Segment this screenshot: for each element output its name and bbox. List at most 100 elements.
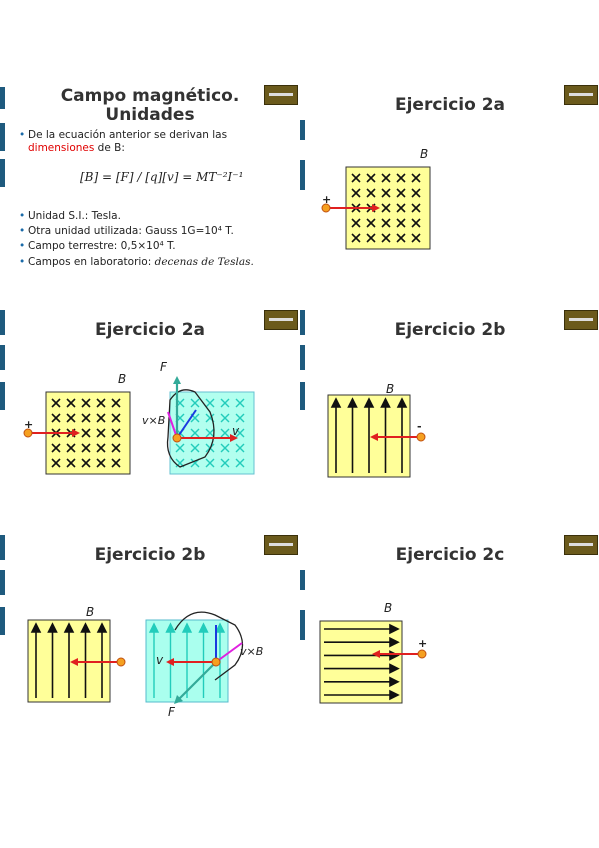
x-mark [396, 188, 406, 198]
x-mark [81, 413, 91, 423]
bullet-campos-laboratorio: Campos en laboratorio: decenas de Teslas… [19, 256, 254, 269]
field-arrowhead [80, 622, 91, 633]
logo-badge-icon [564, 535, 598, 555]
slide-stripe [0, 345, 5, 370]
x-mark [111, 458, 121, 468]
charge-particle [321, 203, 331, 213]
b-field-label: B [86, 605, 95, 619]
hand-drawing [174, 611, 244, 681]
field-diagram-2b [327, 394, 426, 478]
slide-stripe [0, 159, 5, 187]
slide-stripe [300, 570, 305, 590]
x-mark [81, 428, 91, 438]
x-mark [96, 443, 106, 453]
x-mark [220, 458, 230, 468]
slide-stripe [0, 607, 5, 635]
force-label: F [160, 360, 167, 374]
x-mark [111, 413, 121, 423]
field-diagram-2b-left [27, 619, 126, 703]
x-mark [190, 398, 200, 408]
x-mark [396, 218, 406, 228]
x-mark [205, 413, 215, 423]
force-arrow [173, 376, 181, 384]
x-mark [111, 398, 121, 408]
field-arrowhead [96, 622, 108, 633]
x-mark [411, 233, 421, 243]
formula-dimensiones: [B] = [F] / [q][v] = MT⁻²I⁻¹ [80, 170, 244, 184]
x-mark [66, 413, 76, 423]
x-mark [205, 398, 215, 408]
logo-badge-icon [564, 310, 598, 330]
slide-title: Ejercicio 2b [394, 320, 506, 340]
x-mark [381, 203, 391, 213]
x-mark [66, 398, 76, 408]
field-diagram-2c [319, 620, 427, 704]
field-arrowhead [389, 663, 400, 674]
velocity-label: v [232, 424, 240, 438]
slide-stripe [300, 160, 305, 190]
field-arrowhead [165, 622, 176, 633]
x-mark [411, 218, 421, 228]
b-field-label: B [386, 382, 395, 396]
x-mark [351, 218, 361, 228]
field-arrowhead [148, 622, 160, 633]
vxb-label: v×B [142, 414, 166, 427]
charge-sign: + [24, 418, 34, 431]
x-mark [111, 428, 121, 438]
slide-stripe [300, 610, 305, 640]
logo-badge-icon [264, 535, 298, 555]
x-mark [381, 218, 391, 228]
x-mark [51, 413, 61, 423]
x-mark [220, 413, 230, 423]
field-arrowhead [347, 397, 358, 408]
x-mark [51, 398, 61, 408]
x-mark [51, 443, 61, 453]
x-mark [81, 398, 91, 408]
velocity-label: v [156, 653, 164, 667]
x-mark [220, 398, 230, 408]
slide-ejercicio-2b-mano: Ejercicio 2b B v v×B F [0, 525, 300, 750]
slide-stripe [300, 345, 305, 370]
x-mark [51, 458, 61, 468]
slide-stripe [0, 87, 5, 109]
x-mark [366, 188, 376, 198]
slide-stripe [300, 382, 305, 410]
charge-sign: + [322, 193, 332, 206]
field-arrowhead [363, 397, 375, 408]
x-mark [235, 398, 245, 408]
b-field-label: B [420, 147, 429, 161]
field-diagram-2a [321, 166, 431, 250]
slide-title: Ejercicio 2c [395, 545, 505, 565]
x-mark [81, 443, 91, 453]
slide-campo-magnetico-unidades: Campo magnético. Unidades De la ecuación… [0, 75, 300, 300]
b-field-label: B [118, 372, 127, 386]
x-mark [96, 398, 106, 408]
field-arrowhead [330, 397, 342, 408]
slide-ejercicio-2b: Ejercicio 2b B - [300, 300, 599, 525]
x-mark [235, 458, 245, 468]
field-arrowhead [63, 622, 75, 633]
x-mark [190, 443, 200, 453]
bullet-unidad-si: Unidad S.I.: Tesla. [19, 210, 121, 223]
x-mark [235, 443, 245, 453]
x-mark [381, 188, 391, 198]
slide-title: Ejercicio 2a [394, 95, 506, 115]
bullet-dimensiones: De la ecuación anterior se derivan las d… [19, 129, 248, 155]
x-mark [66, 458, 76, 468]
x-mark [220, 428, 230, 438]
field-arrowhead [30, 622, 42, 633]
slide-title: Campo magnético. Unidades [60, 86, 240, 125]
x-mark [411, 173, 421, 183]
x-mark [366, 173, 376, 183]
x-mark [190, 428, 200, 438]
logo-badge-icon [564, 85, 598, 105]
x-mark [235, 428, 245, 438]
x-mark [96, 413, 106, 423]
x-mark [66, 443, 76, 453]
x-mark [190, 413, 200, 423]
field-arrowhead [214, 622, 226, 633]
x-marks [351, 173, 421, 243]
slide-ejercicio-2c: Ejercicio 2c B + [300, 525, 599, 750]
field-arrowhead [389, 689, 400, 701]
field-arrowhead [198, 622, 209, 633]
